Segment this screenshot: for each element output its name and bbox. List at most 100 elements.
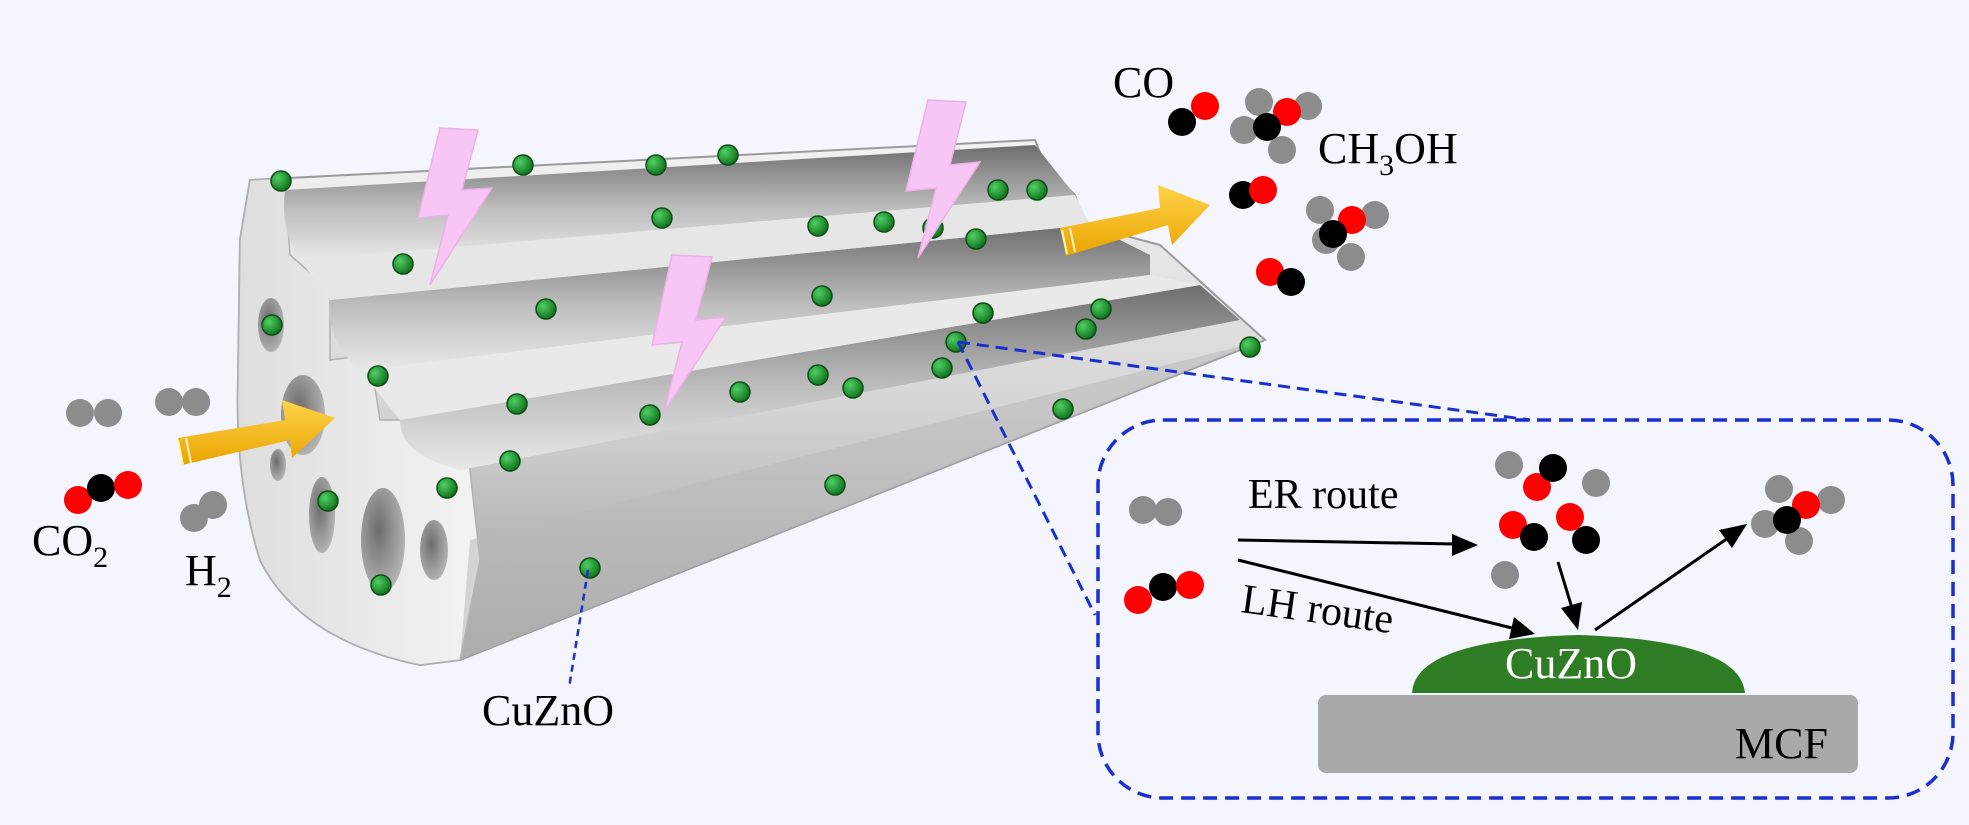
cuzno-particle — [512, 154, 534, 176]
co-molecule — [1256, 258, 1305, 296]
hydrogen-atom — [1268, 136, 1296, 164]
pore — [361, 488, 405, 592]
mcf-label: MCF — [1735, 719, 1828, 768]
hydrogen-atom — [1817, 486, 1845, 514]
molecules — [64, 88, 1845, 614]
lightning-bolts — [417, 99, 982, 413]
lh-route-label: LH route — [1239, 576, 1397, 643]
cuzno-particle — [987, 179, 1009, 201]
cuzno-particle — [639, 404, 661, 426]
cuzno-particle — [1026, 179, 1048, 201]
carbon-atom — [87, 474, 115, 502]
co-molecule — [1229, 176, 1277, 209]
hydrogen-atom — [1245, 88, 1273, 116]
hydrogen-atom — [1230, 116, 1258, 144]
oxygen-atom — [1191, 92, 1219, 120]
h2-label: H2 — [185, 546, 232, 604]
oxygen-atom — [1556, 503, 1584, 531]
lightning-bolt — [905, 99, 982, 259]
oxygen-atom — [1249, 176, 1277, 204]
hydrogen-atom — [182, 388, 210, 416]
cuzno-particle — [1052, 398, 1074, 420]
hydrogen-atom — [1785, 527, 1813, 555]
hydrogen-atom — [66, 399, 94, 427]
oxygen-atom — [1792, 491, 1820, 519]
co2-molecule — [1124, 571, 1204, 614]
outlet-flow-arrow — [1060, 185, 1210, 256]
inlet-flow-arrow — [177, 400, 335, 466]
oxygen-atom — [1499, 511, 1527, 539]
carbon-atom — [1168, 108, 1196, 136]
channel-upper — [284, 145, 1075, 260]
co-molecule — [1556, 503, 1600, 554]
cuzno-particle — [436, 477, 458, 499]
hydrogen-atom — [1582, 469, 1610, 497]
hydrogen-atom — [1491, 561, 1519, 589]
h2-molecule — [1129, 496, 1182, 526]
hydrogen-atom — [199, 491, 227, 519]
cuzno-particle — [651, 207, 673, 229]
carbon-atom — [1253, 113, 1281, 141]
oxygen-atom — [1273, 98, 1301, 126]
hydrogen-atom — [1294, 92, 1322, 120]
cuzno-particle — [873, 211, 895, 233]
hydrogen-atom — [1765, 475, 1793, 503]
co-label: CO — [1113, 58, 1174, 107]
carbon-atom — [1520, 523, 1548, 551]
hydrogen-atom — [1306, 196, 1334, 224]
cuzno-particle — [931, 357, 953, 379]
channel-middle — [329, 225, 1150, 370]
co2-label: CO2 — [32, 516, 108, 574]
carbon-atom — [1277, 268, 1305, 296]
hydrogen-atom — [1337, 243, 1365, 271]
cuzno-particle — [579, 557, 601, 579]
cuzno-particle — [499, 450, 521, 472]
ch3oh-molecule — [1306, 196, 1389, 271]
cuzno-particle — [824, 474, 846, 496]
oxygen-atom — [1176, 571, 1204, 599]
cuzno-particle — [729, 381, 751, 403]
ch3oh-molecule — [1751, 475, 1845, 555]
carbon-atom — [1319, 220, 1347, 248]
co-molecule — [1499, 511, 1548, 551]
h2-molecule — [180, 491, 227, 532]
co-molecule — [1523, 454, 1567, 501]
carbon-atom — [1572, 526, 1600, 554]
cuzno-layer — [1412, 635, 1745, 693]
cuzno-pointer-label: CuZnO — [482, 686, 614, 735]
zoom-line-upper — [957, 340, 1531, 422]
oxygen-atom — [64, 486, 92, 514]
hydrogen-atom — [155, 388, 183, 416]
carbon-atom — [1773, 506, 1801, 534]
cuzno-layer-label: CuZnO — [1505, 639, 1637, 688]
carbon-atom — [1539, 454, 1567, 482]
cuzno-particle — [807, 364, 829, 386]
cuzno-particle — [261, 314, 283, 336]
cuzno-particle — [370, 574, 392, 596]
carbon-atom — [1149, 573, 1177, 601]
hydrogen-atom — [1751, 510, 1779, 538]
pore — [270, 449, 286, 481]
reaction-arrows — [1237, 524, 1747, 639]
pore — [420, 520, 448, 580]
lightning-bolt — [651, 254, 728, 413]
oxygen-atom — [1256, 258, 1284, 286]
cuzno-particle — [270, 170, 292, 192]
co2-molecule — [64, 471, 142, 514]
cuzno-particle — [1239, 336, 1261, 358]
cuzno-particle — [506, 393, 528, 415]
h2-molecule — [1495, 451, 1610, 497]
cuzno-particle — [965, 228, 987, 250]
co-molecule — [1168, 92, 1219, 136]
hydrogen-atom — [1361, 201, 1389, 229]
mcf-layer — [1318, 695, 1858, 773]
ch3oh-molecule — [1230, 88, 1322, 164]
hydrogen-atom — [1495, 451, 1523, 479]
er-route-label: ER route — [1248, 472, 1398, 518]
support-bottom-shade — [460, 340, 1265, 660]
oxygen-atom — [1124, 586, 1152, 614]
cuzno-particle — [1075, 318, 1097, 340]
cuzno-particle — [1090, 298, 1112, 320]
